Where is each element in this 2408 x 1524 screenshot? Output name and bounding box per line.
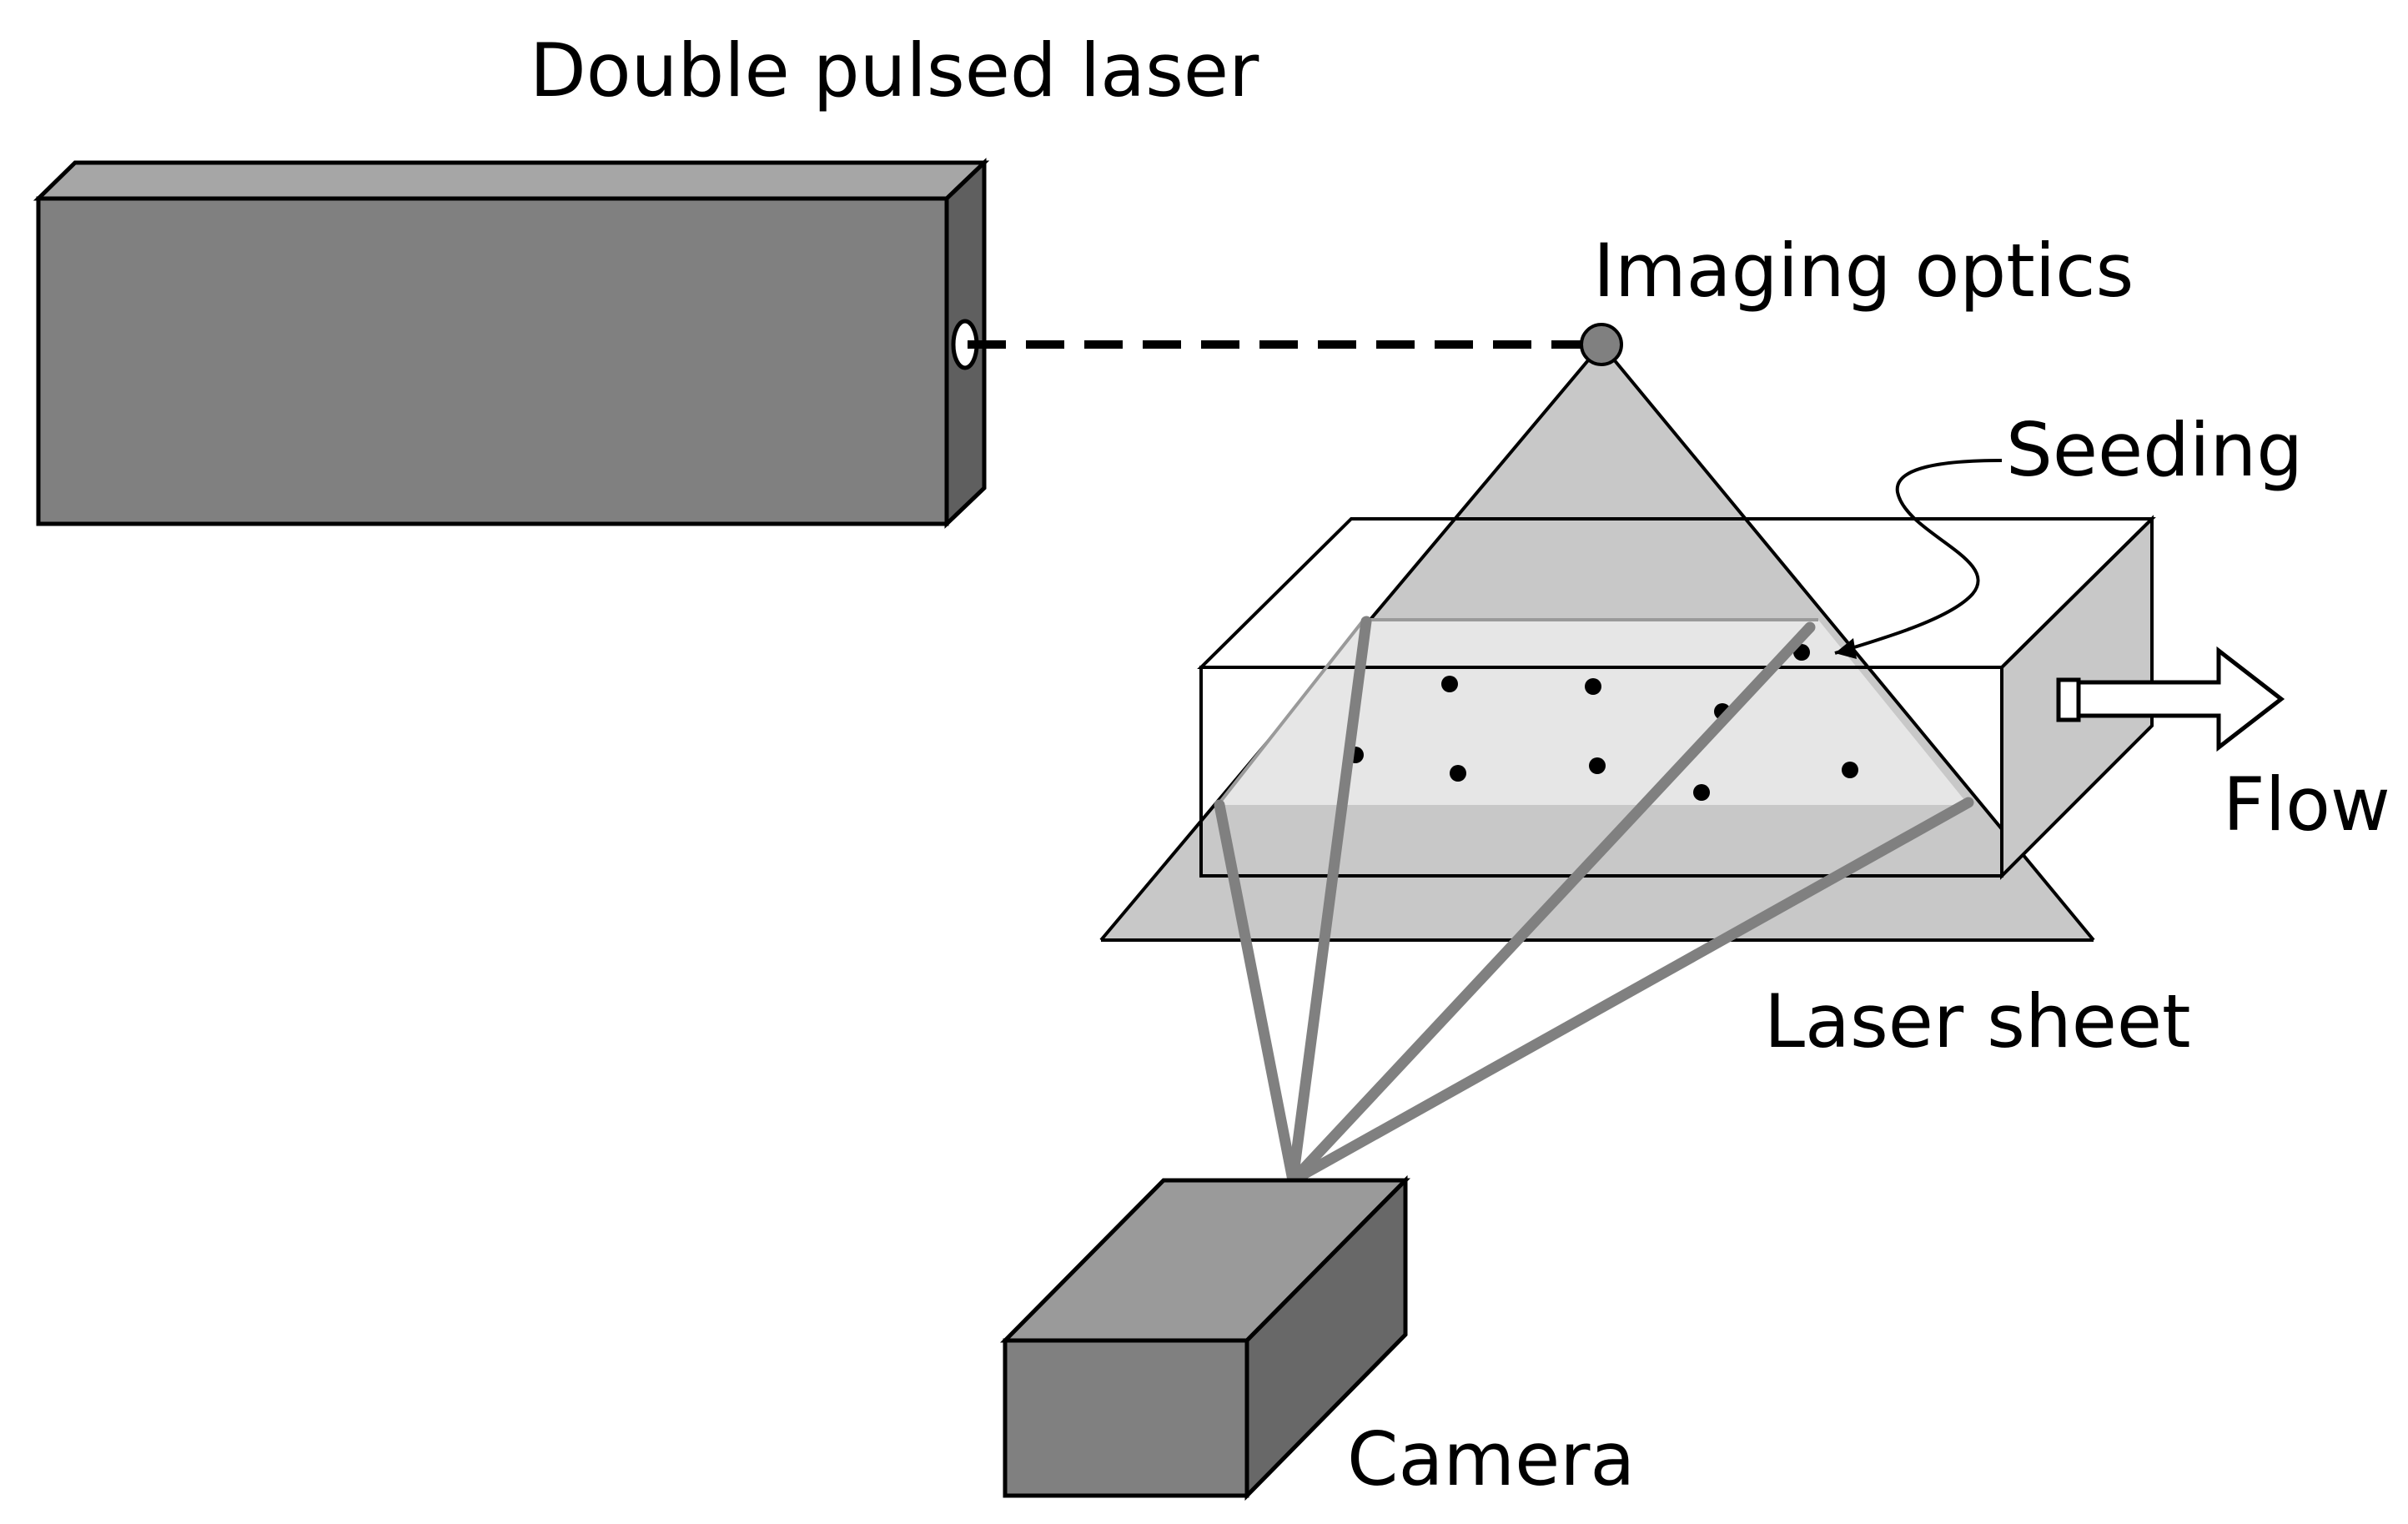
flow-arrow-icon (2056, 646, 2285, 752)
label-imaging-optics: Imaging optics (1593, 228, 2134, 314)
seeding-pointer-arrowhead (1835, 638, 1857, 659)
flow-arrow-tail-mark (2056, 677, 2081, 722)
particle (1693, 784, 1710, 801)
camera-front-face (1003, 1338, 1249, 1498)
camera-ray (1214, 799, 1299, 1186)
label-double-pulsed-laser: Double pulsed laser (530, 28, 1259, 113)
seeding-pointer (1834, 459, 2003, 655)
camera-rays (1214, 616, 1974, 1186)
label-camera: Camera (1347, 1416, 1635, 1502)
laser-top-face (33, 160, 990, 201)
particle (1842, 762, 1858, 778)
laser-box (33, 158, 990, 529)
particle (1589, 757, 1606, 774)
imaging-optics-lens (1580, 323, 1623, 366)
label-laser-sheet: Laser sheet (1764, 978, 2191, 1064)
camera-box (1000, 1174, 1410, 1501)
camera-ray (1287, 797, 1974, 1186)
label-flow: Flow (2223, 762, 2390, 848)
channel-front-face (1199, 666, 2003, 878)
particle (1585, 678, 1601, 695)
laser-front-face (36, 196, 949, 526)
label-seeding: Seeding (2006, 407, 2303, 493)
camera-ray (1287, 621, 1816, 1186)
camera-ray (1287, 616, 1372, 1186)
particle (1450, 765, 1466, 782)
flow-arrow-shape (2064, 646, 2285, 752)
particle (1441, 676, 1458, 692)
